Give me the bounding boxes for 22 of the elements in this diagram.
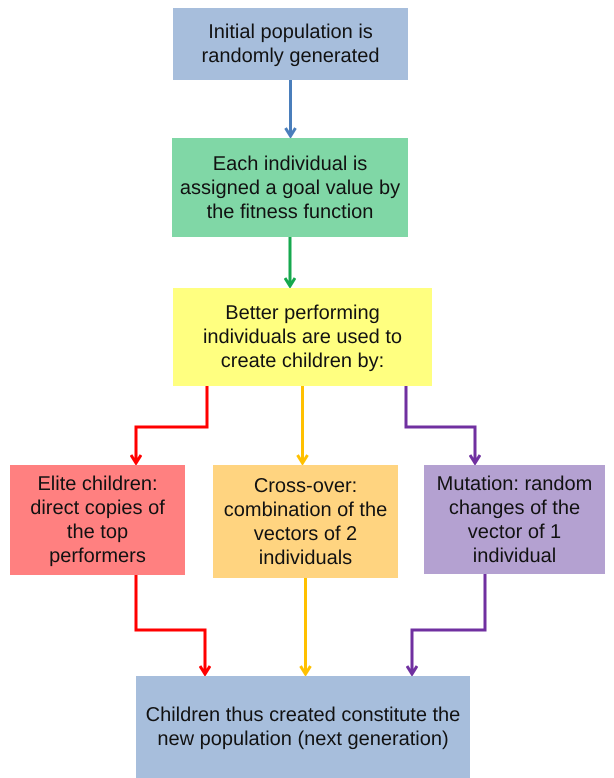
box-text: Mutation: random changes of the vector of 1 individual xyxy=(436,472,594,568)
arrow xyxy=(406,574,486,676)
process-box xyxy=(172,138,408,237)
box-text: Initial population is randomly generated xyxy=(200,20,380,68)
process-box xyxy=(173,288,432,386)
arrow xyxy=(134,575,212,676)
process-box xyxy=(10,465,185,575)
arrow xyxy=(299,578,312,676)
box-text: Cross-over: combination of the vectors of 2 individuals xyxy=(222,474,388,570)
arrow xyxy=(130,386,208,464)
process-box xyxy=(213,465,398,578)
box-text: Better performing individuals are used to create children by: xyxy=(202,301,403,373)
box-text: Each individual is assigned a goal value by the fitness function xyxy=(178,152,402,224)
process-box xyxy=(173,8,408,80)
arrow xyxy=(296,386,309,464)
process-box xyxy=(424,465,605,574)
box-text: Children thus created constitute the new population (next generation) xyxy=(144,703,462,751)
arrow xyxy=(404,386,482,464)
box-text: Elite children: direct copies of the top performers xyxy=(29,472,166,568)
process-box xyxy=(136,676,470,778)
arrow xyxy=(284,80,297,138)
arrow xyxy=(284,237,296,288)
